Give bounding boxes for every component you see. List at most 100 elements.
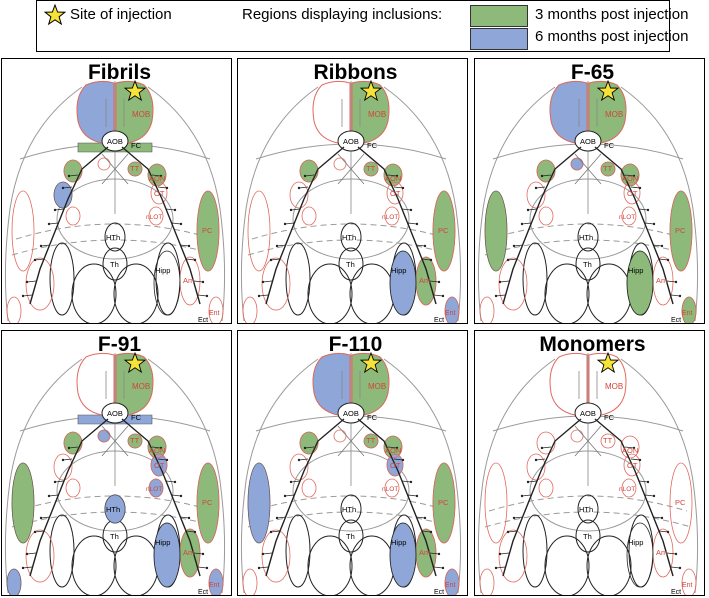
injection-star-icon xyxy=(359,351,383,374)
label-nlot: nLOT xyxy=(382,214,398,221)
label-aon: AON xyxy=(149,446,165,455)
label-hth: HTh xyxy=(106,233,120,242)
label-pc: PC xyxy=(438,498,449,507)
label-nlot: nLOT xyxy=(146,486,162,493)
label-mob: MOB xyxy=(368,110,386,119)
label-am: Am xyxy=(419,276,430,285)
label-am: Am xyxy=(656,548,667,557)
label-mob: MOB xyxy=(605,382,623,391)
label-ot: OT xyxy=(390,189,401,198)
label-aob: AOB xyxy=(580,137,596,146)
label-mob: MOB xyxy=(368,382,386,391)
label-pc: PC xyxy=(675,498,686,507)
label-ent: Ent xyxy=(445,310,456,317)
label-am: Am xyxy=(656,276,667,285)
label-tt: TT xyxy=(130,164,140,173)
label-th: Th xyxy=(583,532,592,541)
label-mob: MOB xyxy=(605,110,623,119)
label-hth: HTh xyxy=(579,505,593,514)
region-left-pc xyxy=(11,462,35,544)
label-mob: MOB xyxy=(132,110,150,119)
label-fc: FC xyxy=(367,141,378,150)
label-th: Th xyxy=(110,532,119,541)
label-ect: Ect xyxy=(434,317,444,324)
label-ect: Ect xyxy=(198,589,208,596)
label-hth: HTh xyxy=(342,505,356,514)
label-ot: OT xyxy=(154,461,165,470)
label-ent: Ent xyxy=(209,582,220,589)
panel-title: F-65 xyxy=(570,61,615,84)
label-aon: AON xyxy=(149,174,165,183)
injection-star-icon xyxy=(123,79,147,102)
label-am: Am xyxy=(419,548,430,557)
label-th: Th xyxy=(346,260,355,269)
region-left-pc xyxy=(484,190,508,272)
label-aon: AON xyxy=(385,446,401,455)
label-fc: FC xyxy=(604,141,615,150)
blue-swatch xyxy=(470,28,528,50)
label-aob: AOB xyxy=(343,409,359,418)
label-ect: Ect xyxy=(671,317,681,324)
region-hth xyxy=(104,494,126,524)
label-tt: TT xyxy=(603,164,613,173)
blue-label: 6 months post injection xyxy=(535,28,689,45)
label-hipp: Hipp xyxy=(391,538,406,547)
label-ent: Ent xyxy=(682,310,693,317)
label-nlot: nLOT xyxy=(619,214,635,221)
label-aob: AOB xyxy=(107,409,123,418)
label-nlot: nLOT xyxy=(146,214,162,221)
panel-title: F-110 xyxy=(328,333,383,356)
label-am: Am xyxy=(183,548,194,557)
label-ect: Ect xyxy=(434,589,444,596)
label-ent: Ent xyxy=(445,582,456,589)
label-tt: TT xyxy=(366,164,376,173)
label-aon: AON xyxy=(622,446,638,455)
label-aob: AOB xyxy=(107,137,123,146)
label-fc: FC xyxy=(367,413,378,422)
label-ect: Ect xyxy=(198,317,208,324)
label-pc: PC xyxy=(438,226,449,235)
label-hipp: Hipp xyxy=(155,538,170,547)
label-hipp: Hipp xyxy=(391,266,406,275)
region-left-ent xyxy=(6,568,22,595)
label-aon: AON xyxy=(385,174,401,183)
label-hth: HTh xyxy=(342,233,356,242)
label-th: Th xyxy=(583,260,592,269)
label-pc: PC xyxy=(675,226,686,235)
injection-star-icon xyxy=(359,79,383,102)
label-th: Th xyxy=(110,260,119,269)
region-left-pc xyxy=(247,462,271,544)
label-fc: FC xyxy=(131,413,142,422)
label-aob: AOB xyxy=(343,137,359,146)
label-hipp: Hipp xyxy=(155,266,170,275)
panel-title: F-91 xyxy=(97,333,142,356)
label-aon: AON xyxy=(622,174,638,183)
label-nlot: nLOT xyxy=(619,486,635,493)
label-hipp: Hipp xyxy=(628,538,643,547)
panel-title: Ribbons xyxy=(313,61,398,84)
label-fc: FC xyxy=(131,141,142,150)
label-hipp: Hipp xyxy=(628,266,643,275)
legend: Site of injection Regions displaying inc… xyxy=(36,0,688,52)
label-ot: OT xyxy=(154,189,165,198)
panel-title: Fibrils xyxy=(87,61,151,84)
green-label: 3 months post injection xyxy=(535,6,689,23)
injection-star-icon xyxy=(596,79,620,102)
green-swatch xyxy=(470,5,528,27)
label-pc: PC xyxy=(202,226,213,235)
injection-star-icon xyxy=(596,351,620,374)
label-tt: TT xyxy=(603,436,613,445)
label-tt: TT xyxy=(130,436,140,445)
label-ot: OT xyxy=(390,461,401,470)
